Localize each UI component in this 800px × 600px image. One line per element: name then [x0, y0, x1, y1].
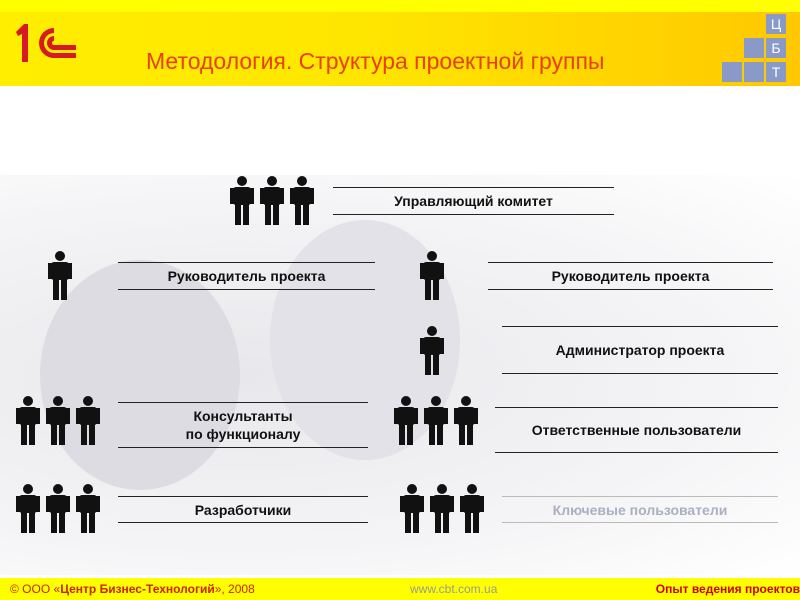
person-icon	[454, 395, 478, 445]
people-group-pm-left	[48, 250, 72, 300]
person-icon	[430, 483, 454, 533]
header-bar	[0, 0, 800, 86]
people-group-responsible-users	[394, 395, 478, 445]
role-label-line: по функционалу	[185, 426, 301, 442]
people-group-pm-right	[420, 250, 444, 300]
role-project-manager-client: Руководитель проекта	[488, 262, 773, 290]
role-functional-consultants: Консультанты по функционалу	[118, 402, 368, 448]
person-icon	[76, 395, 100, 445]
person-icon	[260, 175, 284, 225]
cbt-logo: Ц Б Т	[720, 14, 790, 84]
person-icon	[424, 395, 448, 445]
role-developers: Разработчики	[118, 496, 368, 523]
person-icon	[230, 175, 254, 225]
footer-website: www.cbt.com.ua	[410, 582, 498, 596]
person-icon	[420, 325, 444, 375]
person-icon	[76, 483, 100, 533]
people-group-committee	[230, 175, 314, 225]
person-icon	[420, 250, 444, 300]
footer-copyright: © ООО «Центр Бизнес-Технологий», 2008	[10, 582, 255, 596]
role-key-users: Ключевые пользователи	[502, 496, 778, 523]
person-icon	[394, 395, 418, 445]
person-icon	[460, 483, 484, 533]
background-silhouette	[40, 260, 240, 490]
page-title: Методология. Структура проектной группы	[146, 48, 605, 74]
person-icon	[16, 395, 40, 445]
people-group-consultants	[16, 395, 100, 445]
role-steering-committee: Управляющий комитет	[333, 187, 614, 215]
people-group-developers	[16, 483, 100, 533]
footer-tagline: Опыт ведения проектов	[655, 582, 800, 596]
people-group-admin	[420, 325, 444, 375]
role-label-line: Консультанты	[193, 408, 293, 424]
person-icon	[46, 395, 70, 445]
role-project-administrator: Администратор проекта	[502, 326, 778, 374]
person-icon	[46, 483, 70, 533]
person-icon	[290, 175, 314, 225]
role-project-manager-contractor: Руководитель проекта	[118, 262, 375, 290]
people-group-key-users	[400, 483, 484, 533]
1c-logo	[16, 24, 76, 62]
person-icon	[16, 483, 40, 533]
footer-bar: © ООО «Центр Бизнес-Технологий», 2008 ww…	[0, 578, 800, 600]
person-icon	[48, 250, 72, 300]
person-icon	[400, 483, 424, 533]
role-responsible-users: Ответственные пользователи	[495, 407, 778, 453]
